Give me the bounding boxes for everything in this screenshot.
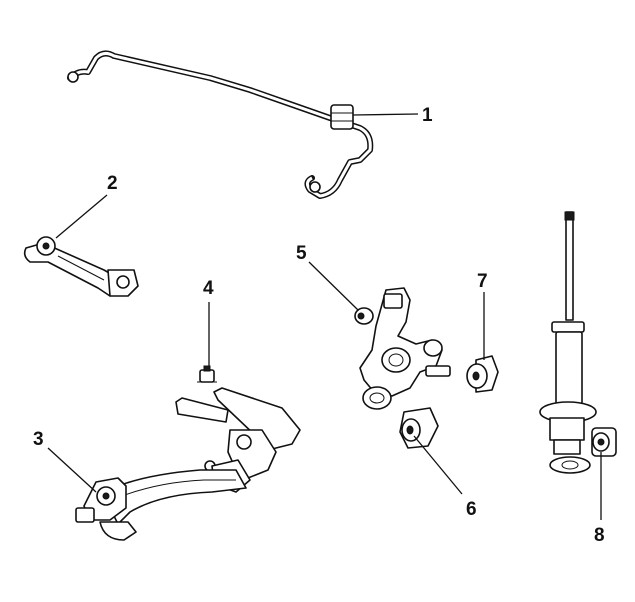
leader-3 <box>47 447 97 493</box>
callout-4: 4 <box>203 278 214 299</box>
upper-control-arm <box>23 236 139 297</box>
leader-5 <box>308 261 359 311</box>
callout-leaders <box>47 113 602 520</box>
callout-1: 1 <box>422 105 433 126</box>
callout-3: 3 <box>33 429 44 450</box>
shock-absorber <box>539 211 617 474</box>
lower-arm-assembly <box>75 365 301 541</box>
leader-1 <box>352 113 419 116</box>
callout-2: 2 <box>107 173 118 194</box>
callout-5: 5 <box>296 243 307 264</box>
callout-8: 8 <box>594 525 605 546</box>
callout-6: 6 <box>466 499 477 520</box>
stabilizer-bar <box>67 50 374 199</box>
callout-numbers: 1 2 3 4 5 6 7 8 <box>33 105 605 546</box>
knuckle <box>354 287 499 449</box>
callout-7: 7 <box>477 271 488 292</box>
leader-6 <box>413 435 463 495</box>
leader-2 <box>55 194 108 239</box>
